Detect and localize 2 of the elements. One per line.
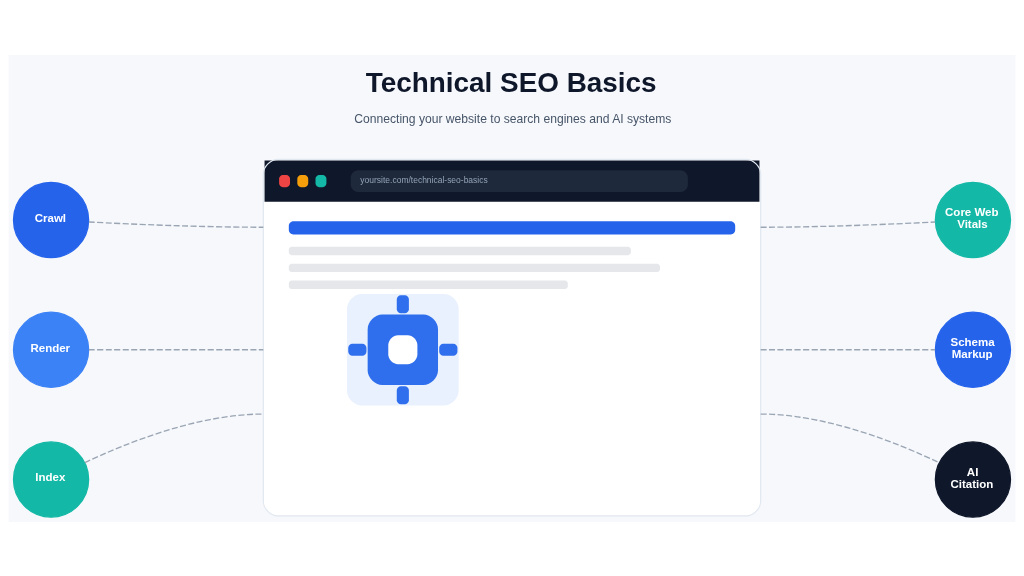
diagram-title: Technical SEO Basics bbox=[365, 66, 657, 98]
caption: Connecting your website to search engines and AI systems bbox=[354, 111, 672, 126]
